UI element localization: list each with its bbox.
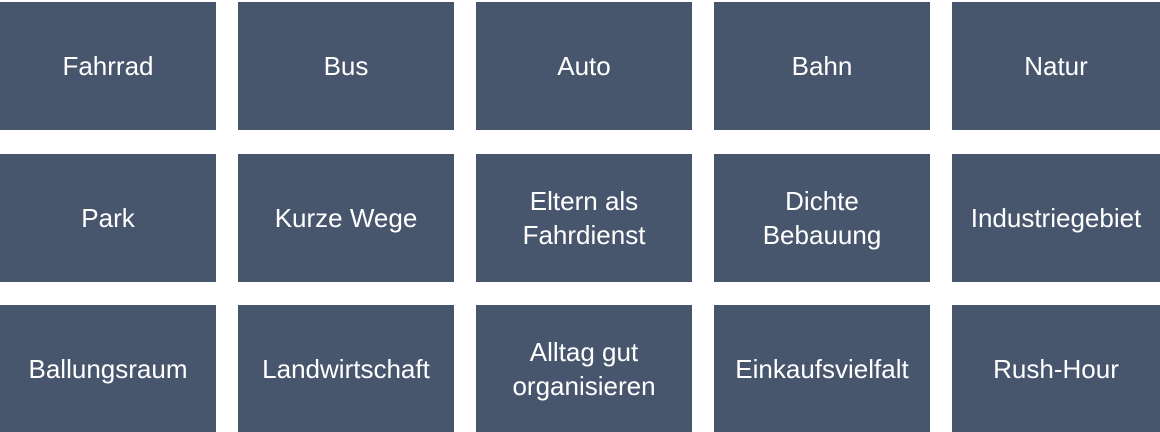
card-eltern-als-fahrdienst: Eltern als Fahrdienst — [476, 154, 692, 282]
card-alltag-gut-organisieren: Alltag gut organisieren — [476, 305, 692, 432]
card-fahrrad: Fahrrad — [0, 2, 216, 130]
card-bus: Bus — [238, 2, 454, 130]
card-natur: Natur — [952, 2, 1160, 130]
card-kurze-wege: Kurze Wege — [238, 154, 454, 282]
card-bahn: Bahn — [714, 2, 930, 130]
card-ballungsraum: Ballungsraum — [0, 305, 216, 432]
card-dichte-bebauung: Dichte Bebauung — [714, 154, 930, 282]
card-park: Park — [0, 154, 216, 282]
card-industriegebiet: Industriegebiet — [952, 154, 1160, 282]
card-rush-hour: Rush-Hour — [952, 305, 1160, 432]
card-einkaufsvielfalt: Einkaufsvielfalt — [714, 305, 930, 432]
card-landwirtschaft: Landwirtschaft — [238, 305, 454, 432]
card-auto: Auto — [476, 2, 692, 130]
